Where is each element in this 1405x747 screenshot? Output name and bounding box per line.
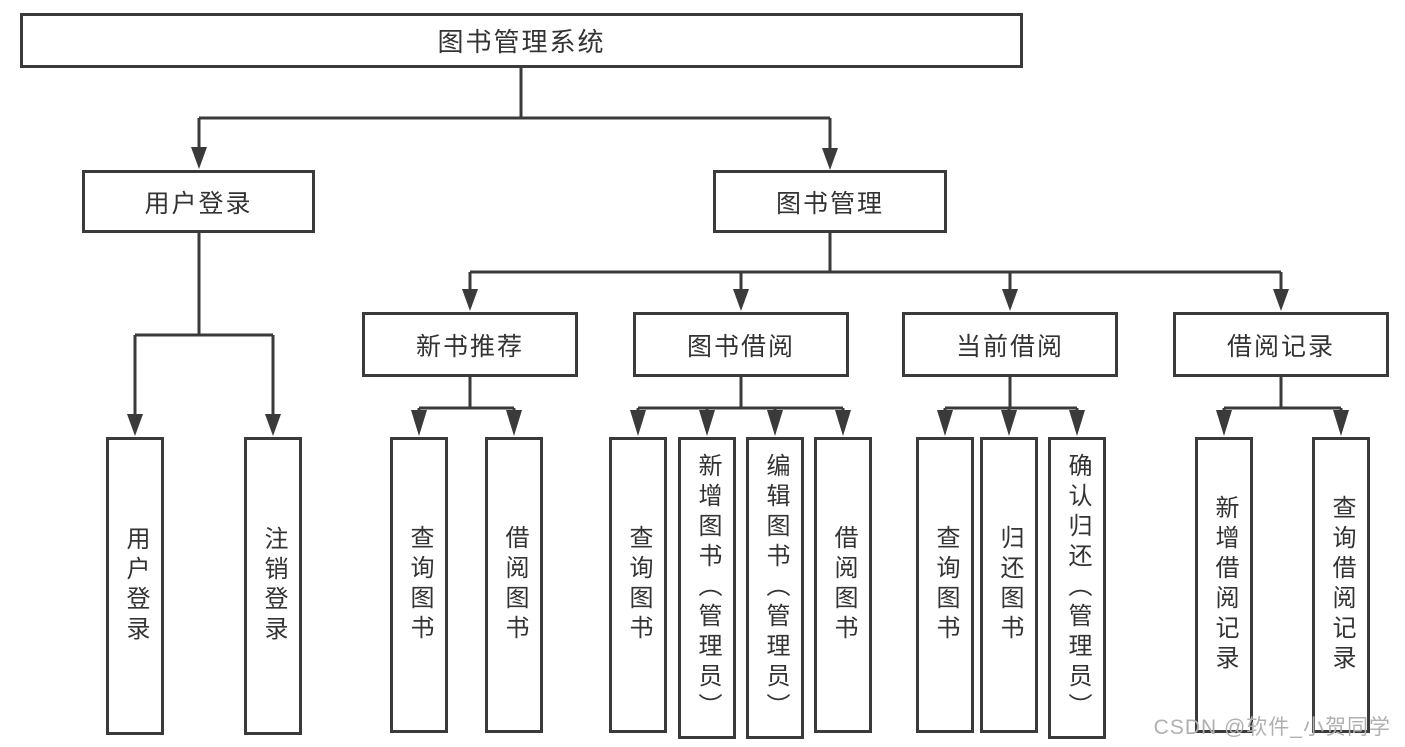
leaf-query-books-borrow: 查询图书 (609, 437, 667, 733)
leaf-edit-book-admin: 编辑图书（管理员） (746, 437, 804, 739)
leaf-return-book: 归还图书 (980, 437, 1038, 733)
watermark: CSDN @软件_小贺同学 (1153, 716, 1391, 739)
leaf-borrow-books-borrow: 借阅图书 (814, 437, 872, 733)
connector-book-management-children (462, 233, 1289, 311)
leaf-query-borrow-record: 查询借阅记录 (1312, 437, 1370, 733)
leaf-user-login: 用户登录 (106, 437, 164, 735)
connector-user-login-children (127, 233, 281, 436)
node-borrow-records: 借阅记录 (1173, 312, 1389, 377)
leaf-borrow-books-recommend: 借阅图书 (485, 437, 543, 733)
node-current-borrow: 当前借阅 (902, 312, 1118, 377)
connector-borrow-records-children (1216, 377, 1349, 436)
leaf-add-book-admin: 新增图书（管理员） (678, 437, 736, 739)
connector-current-borrow-children (937, 377, 1085, 436)
connector-book-borrow-children (630, 377, 851, 436)
node-user-login: 用户登录 (82, 170, 315, 233)
leaf-confirm-return-admin: 确认归还（管理员） (1048, 437, 1106, 739)
leaf-query-books-current: 查询图书 (916, 437, 974, 733)
node-book-management: 图书管理 (713, 170, 947, 233)
node-book-borrow: 图书借阅 (633, 312, 849, 377)
node-library-system: 图书管理系统 (20, 13, 1023, 68)
connector-new-book-recommend-children (411, 377, 522, 436)
leaf-add-borrow-record: 新增借阅记录 (1195, 437, 1253, 733)
node-new-book-recommend: 新书推荐 (362, 312, 578, 377)
connector-root-to-level1 (191, 68, 838, 170)
leaf-query-books-recommend: 查询图书 (390, 437, 448, 733)
leaf-logout: 注销登录 (244, 437, 302, 735)
